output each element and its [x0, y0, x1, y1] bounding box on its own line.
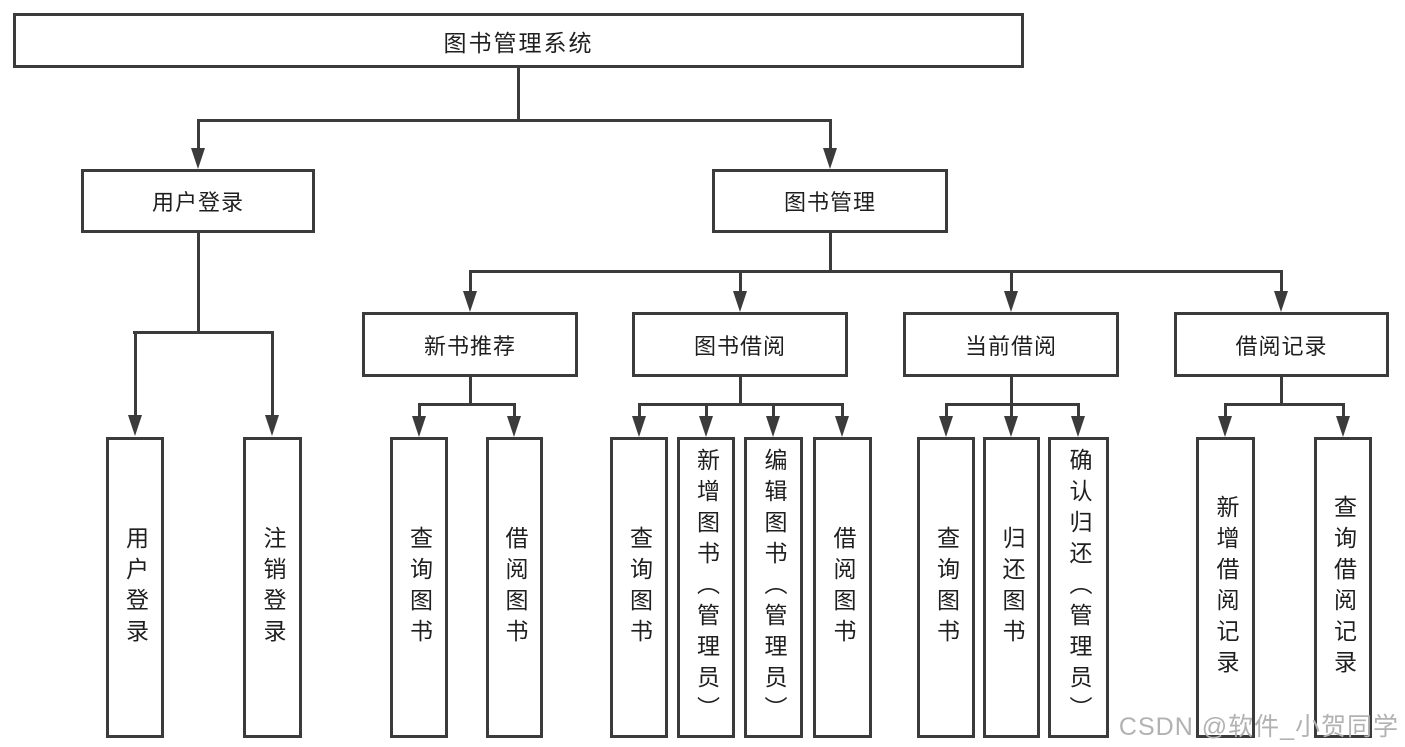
- node-current-borrow: 当前借阅: [903, 312, 1119, 377]
- connector-line: [638, 403, 641, 417]
- connector-line: [1010, 377, 1013, 406]
- connector-line: [418, 403, 421, 417]
- connector-line: [418, 403, 516, 406]
- connector-line: [133, 331, 274, 334]
- connector-line: [1010, 270, 1013, 293]
- arrow-down-icon: [733, 291, 747, 312]
- leaf-query-books-current: 查询图书: [917, 437, 975, 738]
- node-root: 图书管理系统: [13, 13, 1024, 68]
- arrow-down-icon: [128, 415, 142, 436]
- arrow-down-icon: [823, 148, 837, 169]
- connector-line: [1342, 403, 1345, 417]
- connector-line: [1224, 403, 1227, 417]
- connector-line: [197, 119, 200, 151]
- leaf-return-books: 归还图书: [983, 437, 1040, 738]
- arrow-down-icon: [1004, 416, 1018, 437]
- connector-line: [1077, 403, 1080, 417]
- connector-line: [739, 377, 742, 406]
- leaf-logout-label: 注销登录: [260, 525, 286, 650]
- arrow-down-icon: [1336, 416, 1350, 437]
- connector-line: [945, 403, 948, 417]
- leaf-logout: 注销登录: [243, 437, 302, 738]
- leaf-query-borrow-record: 查询借阅记录: [1314, 437, 1372, 738]
- leaf-return-books-label: 归还图书: [999, 525, 1025, 650]
- connector-line: [197, 233, 200, 334]
- leaf-borrow-books-recommend-label: 借阅图书: [502, 525, 528, 650]
- leaf-query-books-current-label: 查询图书: [933, 525, 960, 650]
- arrow-down-icon: [1274, 291, 1288, 312]
- arrow-down-icon: [463, 291, 477, 312]
- node-new-book-recommend: 新书推荐: [362, 312, 578, 377]
- arrow-down-icon: [412, 416, 426, 437]
- connector-line: [134, 331, 137, 415]
- connector-line: [841, 403, 844, 417]
- node-book-management: 图书管理: [712, 169, 948, 233]
- leaf-edit-book-admin-label: 编辑图书（管理员）: [761, 448, 787, 727]
- leaf-add-book-admin: 新增图书（管理员）: [677, 437, 735, 738]
- leaf-query-books-borrow-label: 查询图书: [626, 525, 653, 650]
- arrow-down-icon: [1071, 416, 1085, 437]
- arrow-down-icon: [507, 416, 521, 437]
- connector-line: [469, 270, 472, 293]
- leaf-add-borrow-record: 新增借阅记录: [1196, 437, 1255, 738]
- arrow-down-icon: [265, 415, 279, 436]
- connector-line: [829, 119, 832, 151]
- connector-line: [1224, 403, 1345, 406]
- leaf-borrow-books-label: 借阅图书: [830, 525, 856, 650]
- node-user-login: 用户登录: [81, 169, 315, 233]
- connector-line: [1280, 377, 1283, 406]
- arrow-down-icon: [632, 416, 646, 437]
- connector-line: [638, 403, 844, 406]
- leaf-query-books-recommend-label: 查询图书: [406, 525, 433, 650]
- leaf-query-books-recommend: 查询图书: [390, 437, 448, 738]
- leaf-confirm-return-admin: 确认归还（管理员）: [1048, 437, 1109, 738]
- connector-line: [469, 270, 1283, 273]
- leaf-confirm-return-admin-label: 确认归还（管理员）: [1066, 448, 1092, 727]
- node-borrow-records: 借阅记录: [1174, 312, 1389, 377]
- node-book-borrow: 图书借阅: [632, 312, 848, 377]
- leaf-user-login-label: 用户登录: [122, 525, 149, 650]
- arrow-down-icon: [835, 416, 849, 437]
- connector-line: [513, 403, 516, 417]
- connector-line: [1010, 403, 1013, 417]
- arrow-down-icon: [939, 416, 953, 437]
- leaf-borrow-books: 借阅图书: [813, 437, 872, 738]
- leaf-query-borrow-record-label: 查询借阅记录: [1330, 494, 1357, 681]
- leaf-query-books-borrow: 查询图书: [610, 437, 668, 738]
- leaf-borrow-books-recommend: 借阅图书: [486, 437, 543, 738]
- leaf-add-book-admin-label: 新增图书（管理员）: [693, 448, 720, 727]
- arrow-down-icon: [699, 416, 713, 437]
- connector-line: [197, 119, 831, 122]
- connector-line: [469, 377, 472, 406]
- arrow-down-icon: [1004, 291, 1018, 312]
- connector-line: [772, 403, 775, 417]
- connector-line: [829, 233, 832, 272]
- leaf-edit-book-admin: 编辑图书（管理员）: [744, 437, 803, 738]
- leaf-user-login: 用户登录: [106, 437, 164, 738]
- arrow-down-icon: [766, 416, 780, 437]
- leaf-add-borrow-record-label: 新增借阅记录: [1213, 494, 1239, 681]
- arrow-down-icon: [191, 148, 205, 169]
- connector-line: [1280, 270, 1283, 293]
- connector-line: [271, 331, 274, 415]
- watermark-text: CSDN @软件_小贺同学: [1118, 713, 1399, 741]
- connector-line: [517, 68, 520, 121]
- arrow-down-icon: [1218, 416, 1232, 437]
- connector-line: [739, 270, 742, 293]
- connector-line: [705, 403, 708, 417]
